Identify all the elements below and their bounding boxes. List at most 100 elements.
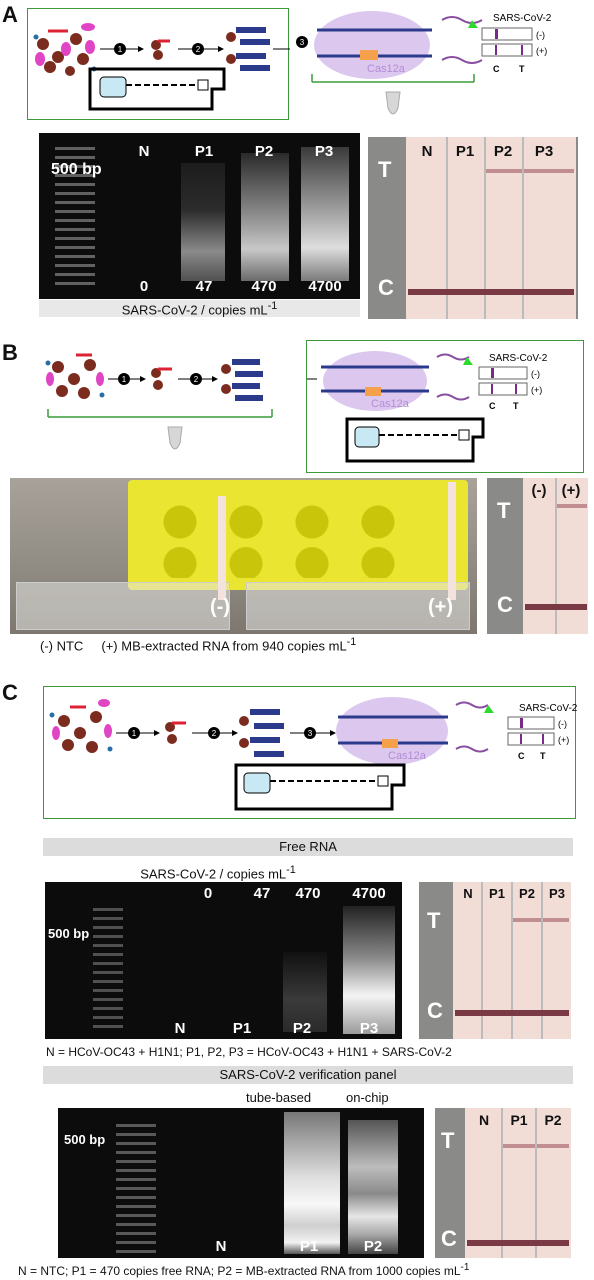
test-line-p2	[513, 918, 541, 922]
svg-text:C: C	[518, 751, 525, 761]
gel-lane-p3	[343, 906, 395, 1034]
amplified-dna-icon	[221, 359, 263, 401]
sample-particles-icon	[33, 23, 97, 76]
strip-in-chip-neg	[218, 496, 226, 600]
lane-label-n: N	[215, 1238, 227, 1255]
panel-a-letter: A	[2, 2, 18, 27]
test-line-p1	[503, 1144, 535, 1148]
chip-device-pos	[246, 582, 470, 630]
control-line	[467, 1240, 569, 1246]
step-3-icon	[296, 36, 308, 48]
strip-in-chip-pos	[448, 482, 456, 600]
gel-lane-p2	[283, 952, 327, 1032]
strip-label-n: N	[421, 143, 433, 160]
panel-a-workflow-diagram: 1 2	[33, 23, 290, 111]
ladder-lane	[93, 902, 123, 1034]
control-label: C	[441, 1226, 457, 1251]
strip-label-n: N	[478, 1112, 490, 1128]
ladder-label: 500 bp	[48, 926, 90, 941]
copies-470: 470	[251, 278, 277, 295]
verification-header: SARS-CoV-2 verification panel	[43, 1066, 573, 1084]
lane-label-p2: P2	[363, 1238, 383, 1255]
test-line-pos	[557, 504, 587, 508]
amplified-dna-icon	[226, 27, 270, 71]
free-rna-strips: T C N P1 P2 P3	[419, 882, 571, 1039]
strip-label-p3: P3	[534, 143, 554, 160]
gel-lane-p2	[241, 153, 289, 281]
panel-b-detection-box: Cas12a SARS-CoV-2 (-) (+) C T	[306, 340, 584, 473]
bead-rna-icon	[151, 39, 170, 60]
svg-text:(-): (-)	[558, 719, 567, 729]
test-label: T	[427, 908, 441, 933]
strip-label-p2: P2	[544, 1112, 562, 1128]
ladder-label: 500 bp	[64, 1132, 106, 1147]
free-rna-gel: 0 47 470 4700 500 bp N P1 P2 P3	[45, 882, 402, 1039]
fluorescence-icon	[463, 357, 473, 365]
gel-lane-p1	[284, 1112, 340, 1254]
svg-text:(+): (+)	[558, 735, 569, 745]
strip-label-neg: (-)	[531, 482, 547, 499]
control-label: C	[427, 998, 443, 1023]
free-rna-header: Free RNA	[43, 838, 573, 856]
gel-lane-p1	[181, 163, 225, 281]
test-line-p2	[486, 169, 522, 173]
free-rna-title: SARS-CoV-2 / copies mL-1	[140, 864, 296, 882]
svg-text:SARS-CoV-2: SARS-CoV-2	[489, 353, 548, 364]
copies-0: 0	[139, 278, 149, 295]
svg-text:T: T	[540, 751, 546, 761]
copies-47: 47	[253, 885, 271, 902]
panel-b-crispr-diagram: Cas12a SARS-CoV-2 (-) (+) C T	[307, 351, 548, 463]
control-line	[525, 604, 587, 610]
panel-b-caption: (-) NTC (+) MB-extracted RNA from 940 co…	[40, 636, 357, 654]
panel-a-strips: T C N P1 P2 P3	[368, 137, 578, 319]
strip-label-p1: P1	[510, 1112, 528, 1128]
test-label: T	[378, 157, 392, 182]
svg-text:1: 1	[132, 729, 137, 738]
svg-text:C: C	[489, 401, 496, 411]
chip-outline-icon	[88, 67, 226, 111]
lane-label-n: N	[138, 143, 150, 160]
gel-lane-p2	[348, 1120, 398, 1254]
sample-particles-icon	[49, 699, 113, 753]
svg-text:(-): (-)	[536, 30, 545, 40]
strip-label-n: N	[463, 886, 473, 901]
tube-icon	[385, 91, 401, 115]
panel-b-letter: B	[2, 340, 18, 365]
tube-icon	[167, 426, 183, 450]
svg-text:SARS-CoV-2: SARS-CoV-2	[519, 703, 577, 714]
test-label: T	[497, 498, 511, 523]
lane-label-p1: P1	[194, 143, 214, 160]
panel-c-letter: C	[2, 680, 18, 705]
lfa-strip-neg-icon	[481, 27, 533, 41]
panel-a-workflow-box: 1 2	[27, 8, 290, 120]
step-arrows	[100, 43, 290, 55]
step-2-label: 2	[196, 45, 201, 54]
ladder-lane	[55, 141, 95, 291]
panel-b-strips: T C (-) (+)	[487, 478, 588, 634]
strip-label-pos: (+)	[561, 482, 581, 499]
gel-lane-p3	[301, 147, 349, 281]
panel-c-workflow-diagram: 1 2 3 Cas12a SARS-CoV-2 (-) (+) C T	[49, 697, 578, 811]
label-tube-based: tube-based	[246, 1090, 312, 1105]
copies-47: 47	[195, 278, 213, 295]
svg-text:T: T	[519, 64, 525, 74]
photo-label-pos: (+)	[428, 596, 453, 618]
svg-text:(-): (-)	[531, 369, 540, 379]
copies-0: 0	[203, 885, 213, 902]
svg-text:Cas12a: Cas12a	[371, 398, 410, 410]
panel-c-workflow-box: 1 2 3 Cas12a SARS-CoV-2 (-) (+) C T	[43, 686, 578, 819]
label-on-chip: on-chip	[346, 1090, 389, 1105]
strip-label-p2: P2	[493, 143, 513, 160]
copies-4700: 4700	[308, 278, 342, 295]
control-label: C	[378, 275, 394, 300]
lane-label-p1: P1	[232, 1020, 252, 1037]
lfa-strip-pos-icon	[481, 43, 533, 57]
panel-b-photo: (-) (+)	[10, 478, 477, 634]
ladder-label: 500 bp	[51, 161, 102, 178]
svg-text:2: 2	[194, 375, 199, 384]
chip-device-neg	[16, 582, 230, 630]
panel-b-prep-diagram: 1 2	[45, 353, 273, 450]
cas12a-complex-icon	[336, 697, 448, 765]
svg-text:(+): (+)	[531, 385, 542, 395]
strip-label-p2: P2	[519, 886, 535, 901]
